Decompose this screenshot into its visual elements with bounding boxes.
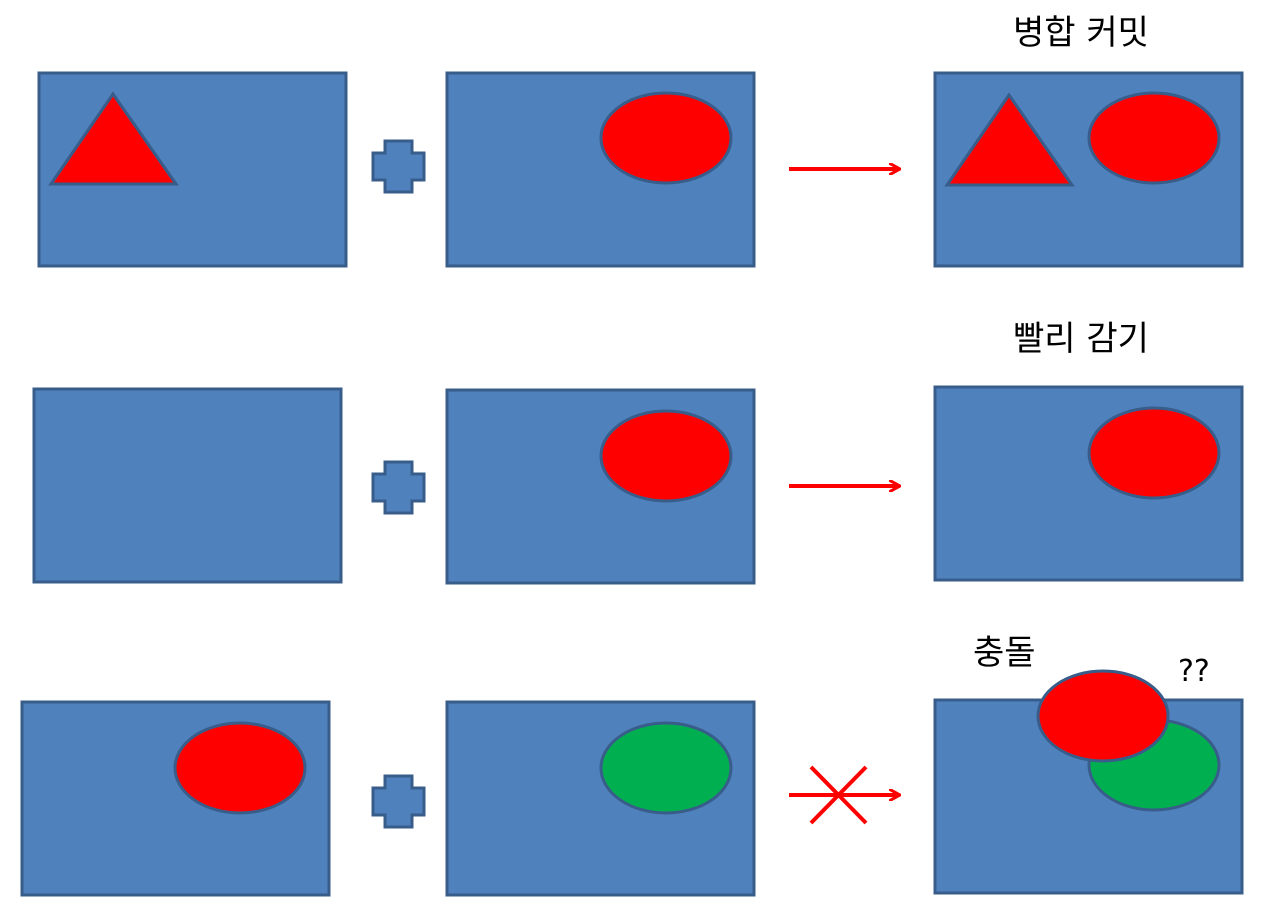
red-ellipse-shape xyxy=(599,91,733,185)
label-fast-forward: 빨리 감기 xyxy=(1013,319,1149,359)
crossed-out-arrow xyxy=(789,765,899,825)
label-merge-commit: 병합 커밋 xyxy=(1013,13,1149,53)
commit-box-left xyxy=(32,387,343,584)
red-ellipse-shape xyxy=(173,721,307,815)
red-triangle-shape xyxy=(944,92,1075,187)
red-ellipse-shape xyxy=(1087,91,1221,185)
row-conflict xyxy=(20,669,1244,897)
label-question-marks: ?? xyxy=(1178,654,1210,689)
row-fast-forward xyxy=(32,385,1244,585)
red-ellipse-shape-overlapping xyxy=(1036,669,1170,763)
plus-operator xyxy=(371,460,426,515)
cross-mark-stroke xyxy=(809,765,868,825)
plus-operator xyxy=(371,139,426,194)
red-ellipse-shape xyxy=(599,409,733,503)
red-ellipse-shape xyxy=(1087,406,1221,500)
row-merge-commit xyxy=(37,71,1244,268)
green-ellipse-shape xyxy=(599,721,733,815)
red-triangle-shape xyxy=(48,91,179,186)
label-conflict: 충돌 xyxy=(973,633,1036,673)
plus-operator xyxy=(371,774,426,829)
